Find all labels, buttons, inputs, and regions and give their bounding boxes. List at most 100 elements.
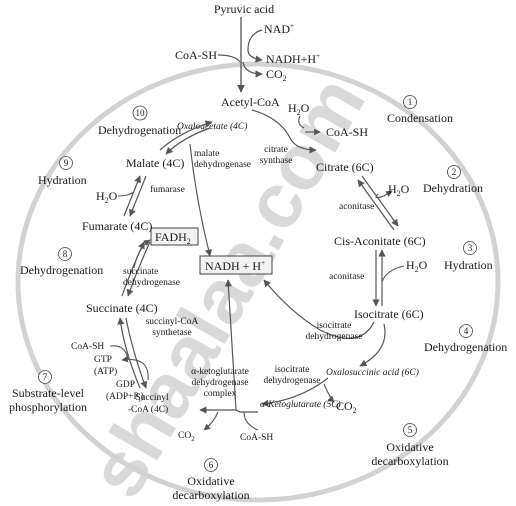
step-8: 8 Dehydrogenation xyxy=(20,247,103,277)
coa-out-arrow-left xyxy=(109,345,129,361)
step-10-label: Dehydrogenation xyxy=(98,123,181,137)
isocitrate-dh-label-1b: dehydrogenase xyxy=(306,332,363,342)
fadh2-box xyxy=(150,227,199,246)
cis-aconitate-label: Cis-Aconitate (6C) xyxy=(334,234,426,248)
co2-out-arrow-right xyxy=(323,383,335,403)
acetylcoa-to-citrate-arrow xyxy=(251,109,317,154)
step-3: 3 Hydration xyxy=(444,241,493,272)
step-9-label: Hydration xyxy=(38,173,87,187)
oxaloacetate-to-malate-arrow xyxy=(165,127,211,155)
step-2: 2 Dehydration xyxy=(423,165,483,195)
coa-in-arrow-bottom xyxy=(243,411,259,431)
step-6-label-2: decarboxylation xyxy=(172,488,249,502)
aconitase-label-1: aconitase xyxy=(339,202,374,212)
succinate-dh-label-2: dehydrogenase xyxy=(123,278,180,288)
step-7-label-2: phosphorylation xyxy=(9,400,87,414)
citrate-synthase-label-2: synthase xyxy=(260,156,293,166)
fumarate-to-succinate-arrow xyxy=(126,241,151,297)
isocitrate-dh-label-1a: isocitrate xyxy=(317,321,352,331)
nadh-center-label: NADH + H+ xyxy=(205,259,265,273)
step-2-label: Dehydration xyxy=(423,181,483,195)
akg-dh-label-2: dehydrogenase xyxy=(192,378,249,388)
malate-label: Malate (4C) xyxy=(126,156,184,170)
isocitrate-dh-label-2b: dehydrogenase xyxy=(264,376,321,386)
svg-text:4: 4 xyxy=(464,326,469,336)
citrate-label: Citrate (6C) xyxy=(316,160,374,174)
cisaconitate-to-citrate-arrow xyxy=(357,179,395,231)
step-5: 5 Oxidative decarboxylation xyxy=(371,423,449,468)
nadh-top-label: NADH+H+ xyxy=(266,52,320,66)
akg-to-nadh-arrow xyxy=(224,279,237,411)
svg-text:5: 5 xyxy=(408,425,413,435)
akg-dh-label-1: α-ketoglutarate xyxy=(191,367,249,377)
malate-to-nadh-arrow xyxy=(189,143,212,257)
alpha-ketoglutarate-label: α-Ketoglutarate (5C) xyxy=(260,399,341,410)
nad-to-nadh-arrow xyxy=(247,29,263,63)
fumarase-label: fumarase xyxy=(150,184,185,195)
step-7: 7 Substrate-level phosphorylation xyxy=(9,370,87,414)
co2-out-arrow xyxy=(242,61,263,78)
co2-right-label: CO2 xyxy=(336,399,357,415)
malate-to-oxaloacetate-arrow xyxy=(159,120,213,151)
acetyl-coa-label: Acetyl-CoA xyxy=(221,95,280,109)
svg-text:9: 9 xyxy=(64,158,69,168)
succinyl-coa-label-2: -CoA (4C) xyxy=(128,404,168,415)
succinate-dh-label-1: succinate xyxy=(123,267,158,277)
atp-label: (ATP) xyxy=(94,366,117,377)
akg-dh-label-3: complex xyxy=(204,389,237,399)
water-in-arrow-right2 xyxy=(381,265,405,283)
svg-text:6: 6 xyxy=(209,460,214,470)
citrate-to-cisaconitate-arrow xyxy=(361,175,399,227)
malate-to-fumarate-arrow xyxy=(129,175,147,217)
succinyl-coa-label-1: Succinyl xyxy=(135,393,169,403)
svg-text:2: 2 xyxy=(452,167,457,177)
gdp-to-gtp-arrow xyxy=(121,355,149,381)
water-left-label: H2O xyxy=(96,189,118,205)
succinate-to-fumarate-arrow xyxy=(121,241,145,297)
succinate-label: Succinate (4C) xyxy=(86,301,158,315)
svg-text:3: 3 xyxy=(468,243,473,253)
step-10: 10 Dehydrogenation xyxy=(98,105,181,137)
pyruvic-acid-label: Pyruvic acid xyxy=(214,2,274,16)
succinate-to-succinylcoa-arrow xyxy=(125,317,148,389)
step-6: 6 Oxidative decarboxylation xyxy=(172,458,250,502)
step-9: 9 Hydration xyxy=(38,156,87,187)
cycle-ring xyxy=(15,61,501,503)
coa-sh-bottom-label: CoA-SH xyxy=(240,433,273,443)
nad-label: NAD+ xyxy=(264,22,294,36)
water-out-arrow-right1 xyxy=(375,190,393,199)
fumarate-label: Fumarate (4C) xyxy=(82,219,152,233)
step-4: 4 Dehydrogenation xyxy=(424,324,507,354)
svg-text:7: 7 xyxy=(43,372,48,382)
oxaloacetate-label: Oxaloacetate (4C) xyxy=(177,121,247,132)
malate-dh-label-1: malate xyxy=(194,149,219,159)
malate-dh-label-2: dehydrogenase xyxy=(194,160,251,170)
aconitase-label-2: aconitase xyxy=(329,272,364,282)
succinate-to-fadh2-arrow xyxy=(133,239,151,269)
step-7-label-1: Substrate-level xyxy=(12,386,85,400)
water-right1-label: H2O xyxy=(388,182,410,198)
nadh-center-box xyxy=(199,255,273,275)
coa-sh-top-label: CoA-SH xyxy=(175,48,217,62)
coa-sh-left-label: CoA-SH xyxy=(71,342,104,352)
step-5-label-1: Oxidative xyxy=(386,440,433,454)
svg-text:1: 1 xyxy=(408,97,413,107)
step-8-label: Dehydrogenation xyxy=(20,263,103,277)
succinylcoa-to-succinate-arrow xyxy=(117,317,141,389)
step-4-label: Dehydrogenation xyxy=(424,340,507,354)
citrate-synthase-label-1: citrate xyxy=(264,145,288,155)
oxalosuccinic-to-akg-arrow xyxy=(261,377,329,407)
water-in-arrow-left xyxy=(117,191,135,197)
isocitrate-to-oxalosuccinic-arrow xyxy=(359,323,386,367)
svg-text:10: 10 xyxy=(136,108,146,118)
succinyl-synthetase-label-1: succinyl-CoA xyxy=(146,317,199,327)
step-3-label: Hydration xyxy=(444,258,493,272)
water-top-label: H2O xyxy=(288,101,310,117)
gdp-label: GDP xyxy=(116,380,135,390)
adp-label: (ADP+Pi) xyxy=(106,391,144,404)
isocitrate-dh-label-2a: isocitrate xyxy=(275,365,310,375)
svg-text:8: 8 xyxy=(63,249,68,259)
step-1-label: Condensation xyxy=(387,111,453,125)
co2-out-arrow-bottom xyxy=(203,411,219,431)
